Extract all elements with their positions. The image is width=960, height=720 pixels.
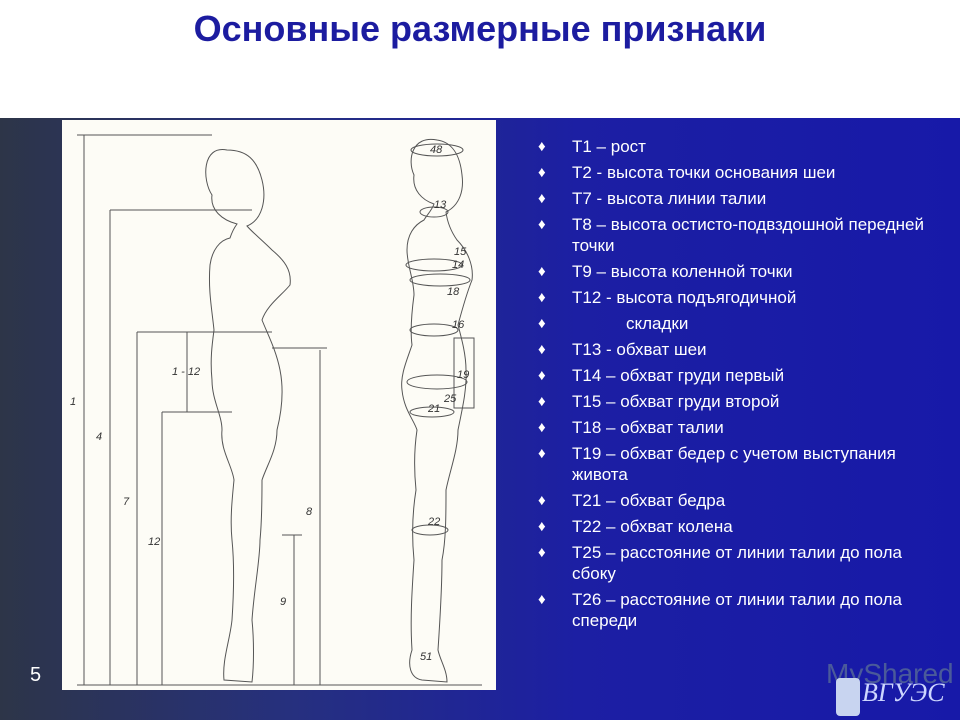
list-item: ♦Т13 - обхват шеи: [538, 340, 707, 359]
diamond-icon: ♦: [538, 138, 546, 155]
diamond-icon: ♦: [538, 164, 546, 181]
list-item: ♦складки: [538, 314, 689, 333]
diamond-icon: ♦: [538, 341, 546, 358]
figure-panel: 1 4 7 12 1 - 12 8 9 48 13 15 14 18 16 19…: [62, 120, 496, 690]
front-label-4: 4: [96, 431, 102, 443]
title-band: Основные размерные признаки: [0, 0, 960, 118]
list-item: ♦Т14 – обхват груди первый: [538, 366, 785, 385]
list-item: ♦Т9 – высота коленной точки: [538, 262, 793, 281]
list-item: ♦Т22 – обхват колена: [538, 517, 733, 536]
list-item: ♦Т12 - высота подъягодичной: [538, 288, 797, 307]
side-label-22: 22: [427, 516, 440, 528]
list-item: ♦Т21 – обхват бедра: [538, 491, 726, 510]
front-label-9: 9: [280, 596, 286, 608]
side-label-25: 25: [443, 393, 457, 405]
front-label-1: 1: [70, 396, 76, 408]
logo-subtext: ВГУЭС: [862, 678, 945, 707]
slide-title: Основные размерные признаки: [193, 8, 767, 49]
side-label-14: 14: [452, 259, 464, 271]
band-knee: [411, 524, 449, 536]
body-measurements-drawing: 1 4 7 12 1 - 12 8 9 48 13 15 14 18 16 19…: [70, 134, 482, 686]
front-label-8: 8: [306, 506, 313, 518]
diamond-icon: ♦: [538, 289, 546, 306]
band-thigh: [409, 406, 455, 418]
band-waist: [409, 323, 459, 337]
band-chest1: [405, 258, 463, 272]
page-number: 5: [30, 664, 42, 686]
diamond-icon: ♦: [538, 216, 546, 233]
diamond-icon: ♦: [538, 190, 546, 207]
site-logo: MyShared ВГУЭС: [766, 652, 956, 718]
diamond-icon: ♦: [538, 315, 546, 332]
band-head: [410, 143, 464, 157]
diamond-icon: ♦: [538, 393, 546, 410]
list-item: ♦Т26 – расстояние от линии талии до пола…: [538, 590, 902, 630]
side-label-51: 51: [420, 651, 432, 663]
side-label-48: 48: [430, 144, 443, 156]
diamond-icon: ♦: [538, 367, 546, 384]
side-label-18: 18: [447, 286, 460, 298]
side-ruler: [453, 337, 475, 409]
front-label-7: 7: [123, 496, 130, 508]
list-item: ♦Т19 – обхват бедер с учетом выступания …: [538, 444, 896, 484]
side-label-13: 13: [434, 199, 447, 211]
diamond-icon: ♦: [538, 518, 546, 535]
diamond-icon: ♦: [538, 263, 546, 280]
diamond-icon: ♦: [538, 445, 546, 462]
side-label-21: 21: [427, 403, 440, 415]
right-figure-outline: [401, 138, 473, 683]
band-hips: [406, 374, 468, 390]
side-label-16: 16: [452, 319, 465, 331]
side-label-19: 19: [457, 369, 469, 381]
front-label-1-12: 1 - 12: [172, 366, 200, 378]
logo-emblem-icon: [836, 678, 860, 716]
list-item: ♦Т25 – расстояние от линии талии до пола…: [538, 543, 902, 583]
front-label-12: 12: [148, 536, 160, 548]
band-neck: [419, 206, 449, 218]
diamond-icon: ♦: [538, 591, 546, 608]
list-item: ♦Т2 - высота точки основания шеи: [538, 163, 836, 182]
list-item: ♦Т7 - высота линии талии: [538, 189, 767, 208]
band-chest2: [409, 273, 471, 287]
list-item: ♦Т18 – обхват талии: [538, 418, 724, 437]
list-item: ♦Т15 – обхват груди второй: [538, 392, 780, 411]
measurements-list: ♦Т1 – рост ♦Т2 - высота точки основания …: [538, 136, 948, 636]
list-item: ♦Т8 – высота остисто-подвздошной передне…: [538, 215, 924, 255]
list-item: ♦Т1 – рост: [538, 137, 646, 156]
diamond-icon: ♦: [538, 492, 546, 509]
left-figure-outline: [205, 149, 291, 683]
diamond-icon: ♦: [538, 419, 546, 436]
side-label-15: 15: [454, 246, 467, 258]
diamond-icon: ♦: [538, 544, 546, 561]
